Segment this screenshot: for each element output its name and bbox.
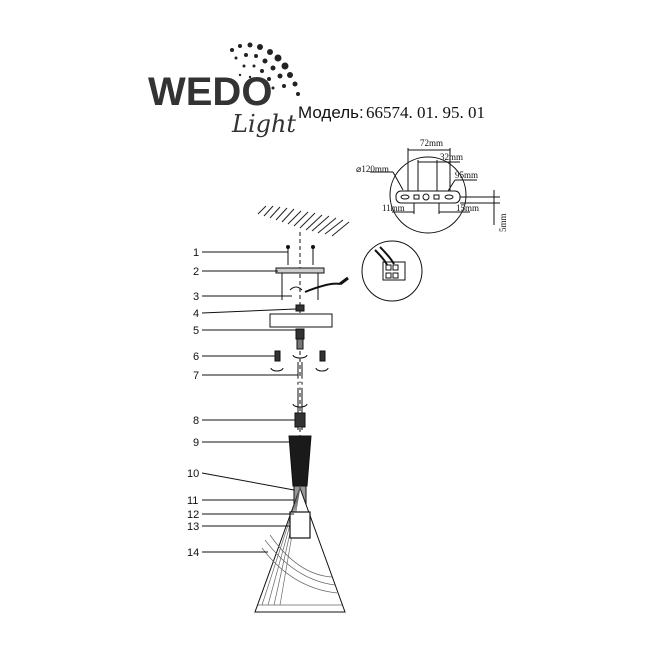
dim-11: 11mm (382, 203, 405, 213)
brand-script-text: Light (231, 110, 296, 138)
part-label: 11 (187, 495, 294, 507)
svg-text:13: 13 (187, 521, 199, 533)
mounting-plate-detail (370, 148, 500, 234)
ceiling-screws (286, 245, 315, 265)
brand-text: WEDO (148, 70, 272, 114)
part-label: 1 (193, 247, 288, 259)
part-label: 3 (193, 291, 292, 303)
svg-text:9: 9 (193, 437, 199, 449)
part-label: 4 (193, 308, 297, 320)
svg-text:12: 12 (187, 509, 199, 521)
terminal-detail (361, 240, 423, 302)
dim-32: 32mm (440, 152, 463, 162)
dim-72: 72mm (420, 138, 443, 148)
wedo-logo: WEDO Light (148, 42, 300, 138)
dim-diameter: ⌀120mm (356, 164, 389, 174)
part-label: 10 (187, 468, 295, 491)
part-label: 9 (193, 437, 290, 449)
part-label: 5 (193, 325, 296, 337)
canopy (269, 313, 333, 328)
svg-text:11: 11 (187, 495, 198, 507)
model-number: 66574. 01. 95. 01 (366, 103, 485, 122)
svg-text:14: 14 (187, 547, 199, 559)
mounting-bracket (275, 267, 325, 274)
part-label: 13 (187, 521, 290, 533)
svg-text:10: 10 (187, 468, 199, 480)
svg-text:3: 3 (193, 291, 199, 303)
part-label: 12 (187, 509, 294, 521)
ceiling-hatch (257, 205, 350, 237)
part-label: 14 (187, 547, 268, 559)
bulb-box (289, 511, 311, 539)
part-label: 8 (193, 415, 295, 427)
lamp-shade (254, 486, 346, 613)
svg-text:1: 1 (193, 247, 199, 259)
svg-text:4: 4 (193, 308, 199, 320)
part-label: 6 (193, 351, 275, 363)
dim-95: 95mm (455, 170, 478, 180)
svg-text:7: 7 (193, 370, 199, 382)
svg-text:2: 2 (193, 266, 199, 278)
part-label: 7 (193, 370, 298, 382)
model-label: Модель: (298, 103, 364, 122)
svg-text:6: 6 (193, 351, 199, 363)
part-labels: 1 2 3 4 5 6 7 8 9 10 11 12 13 14 (187, 247, 298, 559)
dim-15: 15mm (456, 203, 479, 213)
svg-text:5: 5 (193, 325, 199, 337)
dim-5: 5mm (498, 213, 508, 232)
svg-text:8: 8 (193, 415, 199, 427)
part-label: 2 (193, 266, 278, 278)
